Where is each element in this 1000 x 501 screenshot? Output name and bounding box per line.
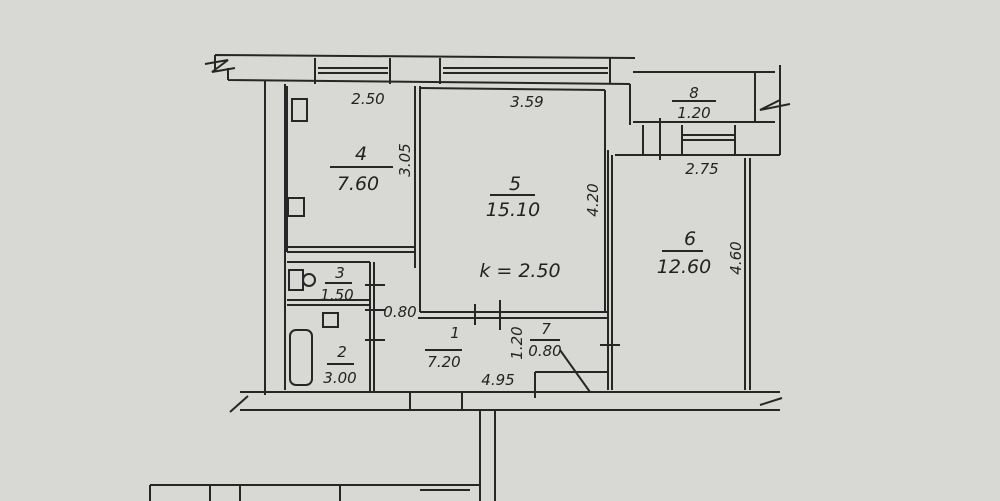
room-8-label: 8 1.20: [672, 84, 716, 122]
bathtub-icon: [289, 329, 313, 386]
room-4-label: 4 7.60: [330, 143, 393, 195]
dim-corridor-width: 1.20: [508, 326, 526, 359]
room-number: 4: [355, 143, 367, 165]
dim-room5-length: 4.20: [584, 183, 602, 216]
stove-icon: [291, 98, 308, 122]
room-area: 7.60: [337, 173, 379, 195]
room-number: 7: [541, 320, 551, 338]
dim-corridor-length: 4.95: [481, 371, 514, 389]
dim-room6-width: 2.75: [685, 160, 718, 178]
room-7-label: 7 0.80: [528, 320, 561, 360]
room-5-label: 5 15.10: [486, 173, 540, 221]
room-area: 3.00: [323, 369, 356, 387]
ceiling-height: k = 2.50: [479, 260, 560, 282]
room-area: 12.60: [657, 256, 711, 278]
room-area: 1.50: [320, 286, 353, 304]
room-number: 5: [509, 173, 521, 195]
dimensions: 2.50 3.59 3.05 4.20 2.75 4.60 0.80 1.20 …: [351, 90, 745, 389]
walls: [149, 54, 791, 501]
room-3-label: 3 1.50: [320, 264, 353, 304]
room-number: 6: [684, 228, 696, 250]
washbasin-icon: [322, 312, 339, 328]
room-area: 15.10: [486, 199, 540, 221]
dim-room6-length: 4.60: [727, 241, 745, 274]
room-6-label: 6 12.60: [657, 228, 711, 278]
dim-door-width: 0.80: [383, 303, 416, 321]
room-number: 1: [450, 324, 460, 342]
room-area: 0.80: [528, 342, 561, 360]
dim-room4-length: 3.05: [396, 143, 414, 176]
dim-room5-width: 3.59: [510, 93, 543, 111]
room-number: 8: [689, 84, 699, 102]
dim-room4-width: 2.50: [351, 90, 384, 108]
room-number: 3: [335, 264, 345, 282]
sink-icon: [287, 197, 305, 217]
room-number: 2: [337, 343, 347, 361]
room-area: 7.20: [427, 353, 460, 371]
room-2-label: 2 3.00: [323, 343, 356, 387]
room-1-label: 1 7.20: [425, 324, 462, 371]
room-area: 1.20: [677, 104, 710, 122]
